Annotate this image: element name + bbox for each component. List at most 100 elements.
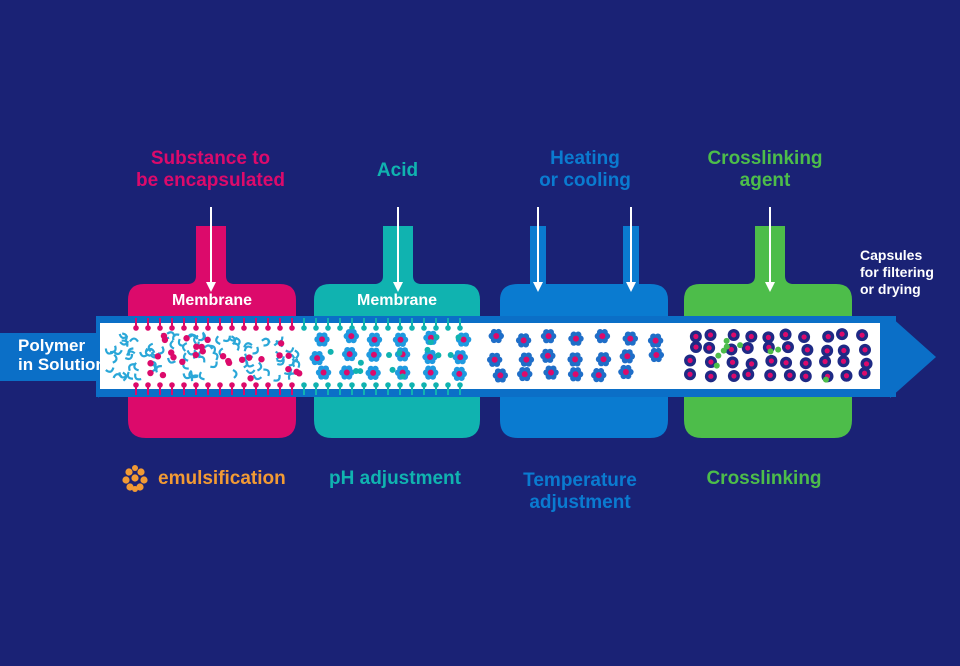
substance-droplet: [219, 352, 227, 360]
capsule-core: [859, 332, 865, 338]
acid-dot: [396, 349, 403, 356]
substance-droplet: [193, 343, 200, 350]
polymer-strand: [235, 336, 241, 347]
polymer-strand: [182, 352, 189, 362]
polymer-strand: [109, 345, 117, 354]
membrane-dot: [373, 325, 379, 331]
membrane-dot: [157, 382, 163, 388]
capsule-core: [745, 345, 751, 351]
membrane-dot: [337, 382, 343, 388]
polymer-strand: [230, 335, 237, 346]
polymer-strand: [105, 367, 115, 373]
polymer-strand: [243, 358, 249, 369]
acid-dot: [424, 346, 431, 353]
membrane-dot: [133, 325, 139, 331]
substance-droplet: [225, 357, 232, 365]
polymer-strand: [215, 335, 221, 345]
polymer-strand: [222, 335, 231, 343]
membrane-dot: [409, 325, 415, 331]
membrane-dot: [217, 325, 223, 331]
stage-1-top-label: Substance to be encapsulated: [136, 148, 285, 191]
substance-droplet: [276, 352, 283, 359]
capsule-core: [840, 358, 847, 364]
capsule-core: [801, 334, 807, 340]
membrane-dot: [205, 325, 211, 331]
capsule-core: [785, 344, 791, 350]
capsule-core: [803, 360, 809, 366]
membrane-dot: [421, 325, 427, 331]
substance-arrowhead: [206, 282, 216, 292]
polymer-strand: [287, 372, 295, 381]
capsule-core: [706, 345, 712, 351]
capsule-core: [520, 337, 527, 344]
polymer-strand: [210, 361, 218, 369]
capsule-core: [548, 369, 555, 376]
polymer-strand: [126, 371, 134, 380]
crosslinker-dot: [767, 348, 774, 355]
membrane-dot: [289, 382, 295, 388]
capsule-core: [545, 333, 552, 340]
capsule-core: [314, 355, 321, 362]
polymer-strand: [121, 339, 129, 347]
acid-dot: [357, 359, 364, 366]
polymer-strand: [182, 373, 192, 380]
capsule-core: [600, 356, 607, 363]
capsule-core: [493, 333, 500, 340]
membrane-dot: [229, 382, 235, 388]
acid-dot: [357, 368, 364, 375]
membrane-dot: [361, 382, 367, 388]
membrane-dot: [421, 382, 427, 388]
acid-dot: [352, 368, 359, 375]
input-arrows: [206, 207, 775, 292]
capsule-core: [693, 344, 699, 350]
substance-droplet: [147, 360, 154, 367]
polymer-strand: [263, 338, 270, 347]
substance-droplet: [247, 375, 254, 382]
capsule-core: [731, 373, 737, 379]
acid-dot: [427, 339, 434, 346]
capsule-core: [863, 361, 870, 367]
heating-arrowhead-right: [626, 282, 636, 292]
capsule-core: [822, 358, 828, 365]
membrane-dot: [265, 325, 271, 331]
polymer-strand: [113, 349, 123, 356]
substance-droplet: [192, 351, 199, 359]
flow-arrow: [0, 316, 126, 398]
capsule-core: [861, 370, 868, 376]
membrane-dot: [157, 325, 163, 331]
substance-droplet: [179, 358, 186, 366]
heating-arrowhead-left: [533, 282, 543, 292]
membrane-dot: [277, 325, 283, 331]
stage-2-top-label: Acid: [376, 160, 419, 181]
emulsion-droplet-icon: [122, 465, 148, 492]
capsule-core: [497, 372, 504, 379]
capsule-core: [346, 351, 353, 358]
membrane-dot: [253, 382, 259, 388]
polymer-strand: [126, 350, 136, 356]
capsule-core: [708, 373, 714, 379]
substance-droplet: [238, 356, 246, 363]
stage-1-bottom-label: emulsification: [158, 468, 286, 489]
substance-droplet: [161, 336, 169, 344]
substance-droplet: [199, 348, 206, 355]
capsule-core: [768, 358, 774, 364]
substance-droplet: [183, 335, 190, 342]
substance-droplet: [204, 336, 211, 344]
capsule-core: [427, 334, 434, 341]
capsule-core: [491, 356, 498, 363]
capsule-core: [841, 347, 847, 354]
acid-dot: [386, 352, 393, 359]
polymer-strand: [167, 357, 176, 364]
pipe-layer: [0, 316, 936, 398]
polymer-strand: [243, 345, 253, 352]
polymer-strand: [124, 353, 134, 361]
membrane-dot: [145, 382, 151, 388]
membrane-dot: [205, 382, 211, 388]
membrane-dot: [385, 382, 391, 388]
capsule-core: [707, 332, 714, 338]
membrane-dot: [289, 325, 295, 331]
stage-1-tank-label: Membrane: [171, 292, 253, 309]
membrane-dot: [277, 382, 283, 388]
capsule-core: [627, 335, 634, 342]
